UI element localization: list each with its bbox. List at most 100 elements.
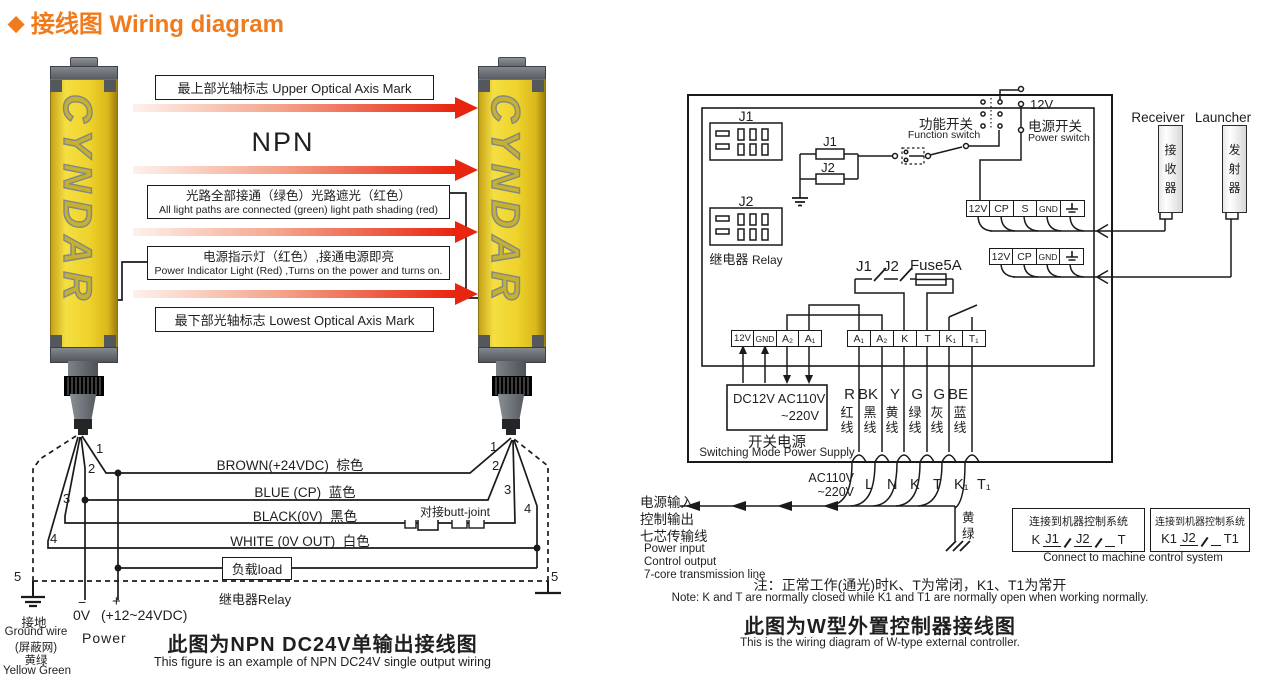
- col-r: R: [844, 386, 855, 403]
- fuse-j2-label: J2: [883, 258, 899, 275]
- pin-3-right: 3: [504, 482, 512, 497]
- out-k1: K₁: [954, 477, 969, 493]
- brand-text-right: CYNDAR: [482, 93, 527, 308]
- cb1-terms: K J1 J2 T: [1013, 531, 1144, 549]
- col-bk-zh: 黑线: [863, 405, 877, 435]
- wire-brown-cn: 棕色: [336, 458, 364, 473]
- power-switch-zh: 电源开关: [1028, 119, 1082, 134]
- cb2-k1: K1: [1161, 531, 1177, 546]
- tl-12v: 12V: [730, 330, 755, 347]
- function-switch-zh: 功能开关: [919, 117, 973, 132]
- connect-en-label: Connect to machine control system: [1043, 552, 1223, 564]
- launcher-zh-1: 发: [1228, 142, 1241, 157]
- cb2-t1: T1: [1223, 531, 1239, 546]
- cb1-title: 连接到机器控制系统: [1029, 516, 1128, 528]
- pin-5-right: 5: [551, 569, 559, 584]
- launcher-zh-3: 器: [1228, 180, 1241, 195]
- power-switch-12v: 12V: [1030, 97, 1054, 112]
- psu-zh: 开关电源: [748, 435, 806, 451]
- terminal-block-a: 12V CP S GND: [965, 200, 1085, 217]
- cb2-j2: J2: [1180, 530, 1198, 546]
- ground-en: Ground wire: [4, 626, 68, 638]
- col-g1-zh: 绿线: [908, 405, 922, 435]
- j2-connector-label: J2: [738, 193, 754, 209]
- receiver-zh-1: 接: [1164, 142, 1177, 157]
- col-be: BE: [947, 386, 968, 403]
- term-b-gnd: GND: [1035, 248, 1061, 265]
- upper-axis-text: 最上部光轴标志 Upper Optical Axis Mark: [177, 81, 412, 96]
- earth-ground-icon: [1066, 202, 1078, 213]
- note-en: Note: K and T are normally closed while …: [671, 592, 1149, 604]
- wire-white-cn: 白色: [342, 534, 370, 549]
- page-title: ◆ 接线图 Wiring diagram: [8, 4, 284, 39]
- tm-k: K: [892, 330, 917, 347]
- cb1-t: T: [1117, 532, 1126, 547]
- col-g1: G: [911, 386, 923, 403]
- term-a-cp: CP: [989, 200, 1014, 217]
- wire-white-label: WHITE (0V OUT) 白色: [190, 530, 410, 550]
- cb1-j2: J2: [1073, 531, 1092, 547]
- power-switch-en: Power switch: [1028, 132, 1090, 144]
- ac-label-1: AC110V: [808, 471, 854, 485]
- light-path-en: All light paths are connected (green) li…: [159, 204, 438, 216]
- col-y: Y: [889, 386, 900, 403]
- power-indicator-en: Power Indicator Light (Red) ,Turns on th…: [154, 265, 443, 277]
- vdc-label: (+12~24VDC): [101, 607, 188, 623]
- light-path-zh: 光路全部接通（绿色）光路遮光（红色）: [185, 189, 411, 203]
- wire-blue-cn: 蓝色: [328, 485, 356, 500]
- relay-zh: 继电器: [709, 252, 749, 267]
- col-bk: BK: [857, 386, 878, 403]
- relay-en: Relay: [751, 253, 783, 267]
- relay-label-left: 继电器Relay: [203, 589, 307, 608]
- right-caption-en: This is the wiring diagram of W-type ext…: [740, 637, 1020, 649]
- note-zh: 注：正常工作(通光)时K、T为常闭，K1、T1为常开: [753, 577, 1067, 593]
- pin-1-left: 1: [96, 441, 104, 456]
- tm-t: T: [915, 330, 940, 347]
- beam-arrow-2: [133, 159, 478, 181]
- connect-box-1: 连接到机器控制系统 K J1 J2 T: [1012, 508, 1145, 552]
- out-k: K: [910, 477, 920, 493]
- terminal-block-left: 12V GND A₂ A₁: [730, 330, 822, 347]
- tl-gnd: GND: [753, 330, 777, 347]
- wire-blue-label: BLUE (CP) 蓝色: [195, 481, 415, 501]
- io-zh-3: 七芯传输线: [640, 529, 708, 544]
- tl-a1: A₁: [798, 330, 822, 347]
- pin-5-left: 5: [14, 569, 22, 584]
- tm-a1: A₁: [846, 330, 871, 347]
- earth-ground-icon: [1065, 250, 1078, 261]
- term-a-s: S: [1012, 200, 1038, 217]
- left-sensor-wiring: [21, 192, 561, 608]
- yellow-green-zh: 黄绿: [24, 655, 48, 667]
- pin-1-right: 1: [490, 439, 498, 454]
- diamond-icon: ◆: [8, 12, 25, 35]
- tm-k1: K₁: [938, 330, 963, 347]
- wire-black-label: BLACK(0V) 黑色: [195, 505, 415, 525]
- receiver-label: Receiver: [1131, 110, 1185, 125]
- io-en-1: Power input: [644, 543, 705, 555]
- switch-slash-icon: [1063, 538, 1072, 549]
- psu-line2: ~220V: [781, 408, 819, 423]
- receiver-zh-3: 器: [1164, 180, 1177, 195]
- wire-brown-en: BROWN(+24VDC): [216, 458, 329, 473]
- left-caption-en: This figure is an example of NPN DC24V s…: [154, 655, 491, 669]
- switch-slash-icon: [1200, 537, 1209, 548]
- pin-2-left: 2: [88, 461, 96, 476]
- wire-white-en: WHITE (0V OUT): [230, 534, 336, 549]
- term-a-gnd: GND: [1036, 200, 1061, 217]
- beam-arrow-4: [133, 283, 478, 305]
- light-path-label-box: 光路全部接通（绿色）光路遮光（红色） All light paths are c…: [147, 185, 450, 219]
- out-t: T: [933, 477, 942, 493]
- power-indicator-zh: 电源指示灯（红色）,接通电源即亮: [203, 250, 394, 264]
- io-zh-1: 电源输入: [640, 495, 694, 510]
- right-caption-zh: 此图为W型外置控制器接线图: [744, 616, 1016, 638]
- beam-arrow-1: [133, 97, 478, 119]
- col-be-zh: 蓝线: [953, 405, 967, 435]
- cb2-title: 连接到机器控制系统: [1155, 517, 1245, 528]
- col-g2-zh: 灰线: [930, 405, 944, 435]
- cb2-terms: K1 J2 T1: [1151, 530, 1249, 548]
- cb1-k: K: [1031, 532, 1041, 547]
- cb1-j1: J1: [1043, 531, 1061, 547]
- function-switch-en: Function switch: [907, 129, 981, 141]
- load-box: 负载load: [222, 557, 292, 580]
- col-r-zh: 红线: [840, 405, 854, 435]
